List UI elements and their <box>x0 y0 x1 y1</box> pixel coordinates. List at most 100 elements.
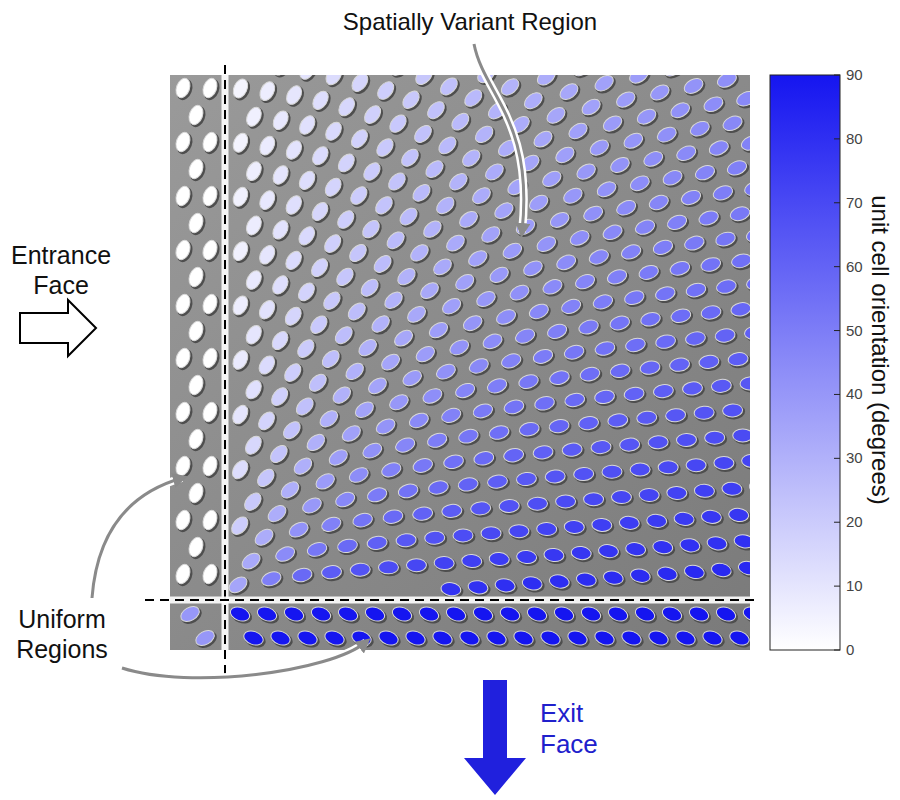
hole-shadow <box>592 293 618 315</box>
lattice-hole <box>186 265 205 288</box>
lattice-hole <box>173 184 192 207</box>
lattice-hole <box>467 579 489 595</box>
lattice-hole <box>734 89 750 109</box>
hole-shadow <box>187 482 209 508</box>
lattice-hole <box>431 256 455 278</box>
lattice-hole <box>516 550 537 565</box>
hole-shadow <box>454 381 480 403</box>
lattice-hole <box>513 326 536 346</box>
hole-shadow <box>466 248 493 273</box>
lattice-hole <box>607 413 629 429</box>
lattice-hole <box>283 193 305 217</box>
lattice-hole <box>441 503 462 518</box>
lattice-hole <box>397 205 420 228</box>
lattice-hole <box>602 569 624 586</box>
lattice-hole <box>200 130 219 153</box>
lattice-hole <box>684 330 706 347</box>
hole-shadow <box>655 124 681 147</box>
lattice-hole <box>683 234 706 253</box>
lattice-hole <box>283 83 304 107</box>
hole-shadow <box>256 353 281 380</box>
lattice-hole <box>265 502 289 525</box>
lattice-hole <box>243 323 264 347</box>
lattice-hole <box>404 628 427 647</box>
hole-shadow <box>693 163 719 185</box>
hole-shadow <box>174 563 196 589</box>
lattice-hole <box>665 408 686 423</box>
hole-shadow <box>270 163 294 190</box>
lattice-hole <box>242 433 264 457</box>
hole-shadow <box>426 431 452 453</box>
lattice-hole <box>701 628 724 647</box>
hole-shadow <box>421 218 447 244</box>
face-label: Entrance Face <box>2 240 120 300</box>
tick-label: 0 <box>846 641 876 659</box>
lattice-hole <box>241 490 264 514</box>
hole-shadow <box>512 629 538 650</box>
lattice-hole <box>449 110 472 133</box>
lattice-hole <box>683 563 705 580</box>
hole-shadow <box>494 307 520 330</box>
hole-shadow <box>270 75 294 80</box>
hole-shadow <box>557 81 584 106</box>
hole-shadow <box>323 629 349 650</box>
hole-shadow <box>418 280 445 305</box>
lattice-hole <box>686 459 706 472</box>
hole-shadow <box>549 574 573 593</box>
lattice-hole <box>351 511 374 529</box>
hole-shadow <box>481 331 507 354</box>
hole-shadow <box>174 185 196 211</box>
hole-shadow <box>458 629 484 650</box>
lattice-hole <box>561 185 585 206</box>
hole-shadow <box>231 131 254 157</box>
hole-shadow <box>706 536 730 554</box>
hole-shadow <box>714 457 736 473</box>
lattice-hole <box>200 400 219 423</box>
lattice-hole <box>426 431 449 450</box>
hole-shadow <box>361 160 387 186</box>
lattice-hole <box>503 447 525 463</box>
lattice-hole <box>467 356 491 376</box>
region-borders <box>145 65 755 680</box>
lattice-hole <box>387 112 410 136</box>
lattice-hole <box>470 501 491 516</box>
lattice-hole <box>278 479 302 502</box>
hole-shadow <box>391 605 417 627</box>
lattice-hole <box>186 535 205 558</box>
hole-shadow <box>193 628 220 650</box>
hole-shadow <box>500 351 526 373</box>
lattice-hole <box>557 80 581 102</box>
hole-shadow <box>576 572 600 591</box>
lattice-hole <box>319 347 342 370</box>
lattice-hole <box>333 490 357 510</box>
hole-shadow <box>495 578 519 597</box>
lattice-hole <box>714 604 737 623</box>
hole-shadow <box>269 329 294 356</box>
lattice-hole <box>635 106 659 127</box>
lattice-hole <box>228 514 251 538</box>
hole-shadow <box>730 252 750 272</box>
hole-shadow <box>379 351 406 376</box>
lattice-hole <box>728 507 749 522</box>
face-label: Exit Face <box>540 698 636 760</box>
hole-shadow <box>242 629 268 650</box>
hole-shadow <box>666 213 692 235</box>
lattice-hole <box>297 75 318 82</box>
lattice-hole <box>521 89 545 112</box>
hole-shadow <box>654 285 679 306</box>
hole-shadow <box>387 392 414 416</box>
lattice-hole <box>346 241 369 265</box>
lattice-hole <box>173 346 192 369</box>
hole-shadow <box>601 113 628 137</box>
lattice-hole <box>257 188 278 212</box>
hole-shadow <box>688 119 714 142</box>
colorbar-tick <box>834 138 840 139</box>
lattice-hole <box>471 604 494 623</box>
hole-shadow <box>407 411 433 434</box>
lattice-hole <box>444 604 467 623</box>
lattice-hole <box>372 194 395 217</box>
hole-shadow <box>545 470 568 487</box>
lattice-hole <box>536 522 556 536</box>
hole-shadow <box>625 542 649 560</box>
lattice-hole <box>457 476 479 492</box>
